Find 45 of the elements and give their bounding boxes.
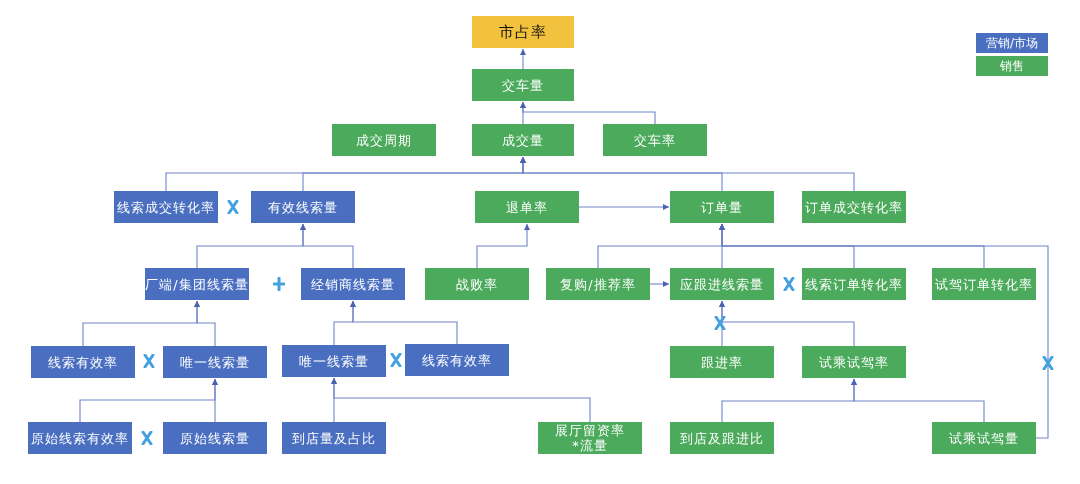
- metric-box: 订单成交转化率: [802, 191, 906, 223]
- connector-arrow: [520, 48, 526, 70]
- metric-box: 交车率: [603, 124, 707, 156]
- connector-arrow: [476, 223, 530, 269]
- connector-arrow: [520, 101, 656, 125]
- legend-label: 营销/市场: [984, 35, 1039, 52]
- metric-box: 市占率: [472, 16, 574, 48]
- connector-arrow: [719, 300, 855, 347]
- connector-arrow: [578, 204, 670, 210]
- metric-box: 退单率: [475, 191, 579, 223]
- connector-arrow: [719, 223, 1049, 439]
- metric-box: 试驾订单转化率: [932, 268, 1036, 300]
- metric-box: 到店量及占比: [282, 422, 386, 454]
- metric-box: 经销商线索量: [301, 268, 405, 300]
- metric-box: 线索订单转化率: [802, 268, 906, 300]
- connector-arrow: [194, 300, 216, 347]
- metric-box: 原始线索量: [163, 422, 267, 454]
- metric-box: 试乘试驾量: [932, 422, 1036, 454]
- metric-box: 成交周期: [332, 124, 436, 156]
- legend-label: 销售: [999, 58, 1025, 75]
- metric-box: 成交量: [472, 124, 574, 156]
- metric-box: 交车量: [472, 69, 574, 101]
- metric-box: 跟进率: [670, 346, 774, 378]
- connector-arrow: [212, 378, 218, 423]
- connector-arrow: [851, 378, 985, 423]
- connector-arrow: [331, 377, 591, 423]
- connector-arrow: [350, 300, 458, 345]
- metric-box: 复购/推荐率: [546, 268, 650, 300]
- metric-box: 厂端/集团线索量: [145, 268, 249, 300]
- metric-box: 唯一线索量: [282, 345, 386, 377]
- connector-arrow: [300, 223, 354, 269]
- metric-box: 原始线索有效率: [28, 422, 132, 454]
- metric-box: 到店及跟进比: [670, 422, 774, 454]
- connector-arrow: [520, 156, 855, 192]
- metric-box: 应跟进线索量: [670, 268, 774, 300]
- metric-box: 战败率: [425, 268, 529, 300]
- metric-box: 试乘试驾率: [802, 346, 906, 378]
- metric-box: 有效线索量: [251, 191, 355, 223]
- metric-box: 订单量: [670, 191, 774, 223]
- metric-box: 唯一线索量: [163, 346, 267, 378]
- metric-box: 展厅留资率 *流量: [538, 422, 642, 454]
- metric-box: 线索成交转化率: [114, 191, 218, 223]
- connector-arrow: [649, 281, 670, 287]
- metric-box: 线索有效率: [31, 346, 135, 378]
- metric-box: 线索有效率: [405, 344, 509, 376]
